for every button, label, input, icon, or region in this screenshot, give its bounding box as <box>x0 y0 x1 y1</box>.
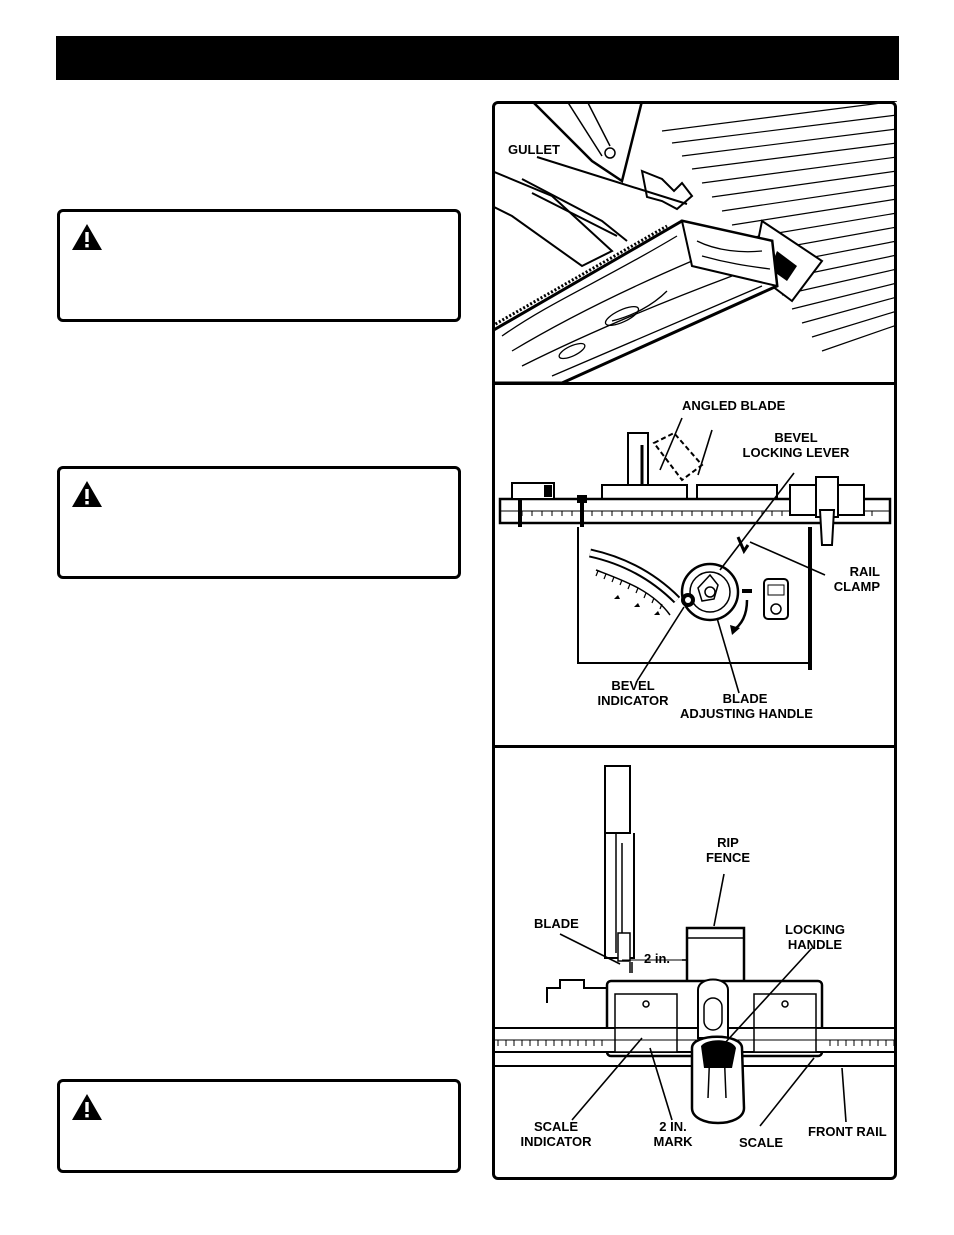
rip-fence-line-2: FENCE <box>705 850 751 865</box>
warning-triangle-icon <box>72 481 102 507</box>
blade-adjusting-handle-line-1: BLADE <box>722 691 768 706</box>
figure-divider-2 <box>492 745 897 748</box>
bevel-indicator-label: BEVEL INDICATOR <box>595 678 671 708</box>
warning-box-3 <box>57 1079 461 1173</box>
header-bar <box>56 36 899 80</box>
rip-fence-illustration <box>492 765 897 1127</box>
rip-fence-line-1: RIP <box>717 835 739 850</box>
scale-indicator-line-1: SCALE <box>533 1119 579 1134</box>
bevel-illustration <box>498 417 892 694</box>
blade-adjusting-handle-label: BLADE ADJUSTING HANDLE <box>680 691 813 721</box>
bevel-indicator-line-1: BEVEL <box>611 678 655 693</box>
locking-handle-label: LOCKING HANDLE <box>780 922 850 952</box>
scale-indicator-line-2: INDICATOR <box>520 1134 592 1149</box>
locking-handle-line-1: LOCKING <box>785 922 845 937</box>
rail-clamp-label: RAIL CLAMP <box>820 564 880 594</box>
bevel-locking-lever-label: BEVEL LOCKING LEVER <box>741 430 851 460</box>
locking-handle-line-2: HANDLE <box>787 937 843 952</box>
figure-gullet: GULLET <box>492 101 897 383</box>
warning-box-2 <box>57 466 461 579</box>
warning-box-1 <box>57 209 461 322</box>
scale-indicator-label: SCALE INDICATOR <box>518 1119 594 1149</box>
bevel-locking-lever-line-2: LOCKING LEVER <box>742 445 850 460</box>
figure-bevel: ANGLED BLADE BEVEL LOCKING LEVER RAIL CL… <box>492 385 897 745</box>
rail-clamp-line-1: RAIL <box>849 564 880 579</box>
bevel-indicator-line-2: INDICATOR <box>597 693 669 708</box>
warning-triangle-icon <box>72 224 102 250</box>
two-in-mark-label: 2 IN. MARK <box>648 1119 698 1149</box>
gullet-label: GULLET <box>508 142 560 157</box>
blade-adjusting-handle-line-2: ADJUSTING HANDLE <box>680 706 813 721</box>
two-in-mark-line-1: 2 IN. <box>659 1119 687 1134</box>
bevel-locking-lever-line-1: BEVEL <box>774 430 818 445</box>
scale-label: SCALE <box>739 1135 784 1150</box>
two-in-mark-line-2: MARK <box>653 1134 693 1149</box>
angled-blade-label: ANGLED BLADE <box>682 398 786 413</box>
figure-divider-1 <box>492 382 897 385</box>
rail-clamp-line-2: CLAMP <box>833 579 880 594</box>
blade-label: BLADE <box>534 916 579 931</box>
front-rail-label: FRONT RAIL <box>808 1124 887 1139</box>
warning-triangle-icon <box>72 1094 102 1120</box>
gullet-illustration <box>492 101 897 383</box>
two-in-label: 2 in. <box>644 951 671 966</box>
figure-rip-fence: RIP FENCE BLADE 2 in. LOCKING HANDLE SCA… <box>492 748 897 1177</box>
rip-fence-label: RIP FENCE <box>700 835 756 865</box>
